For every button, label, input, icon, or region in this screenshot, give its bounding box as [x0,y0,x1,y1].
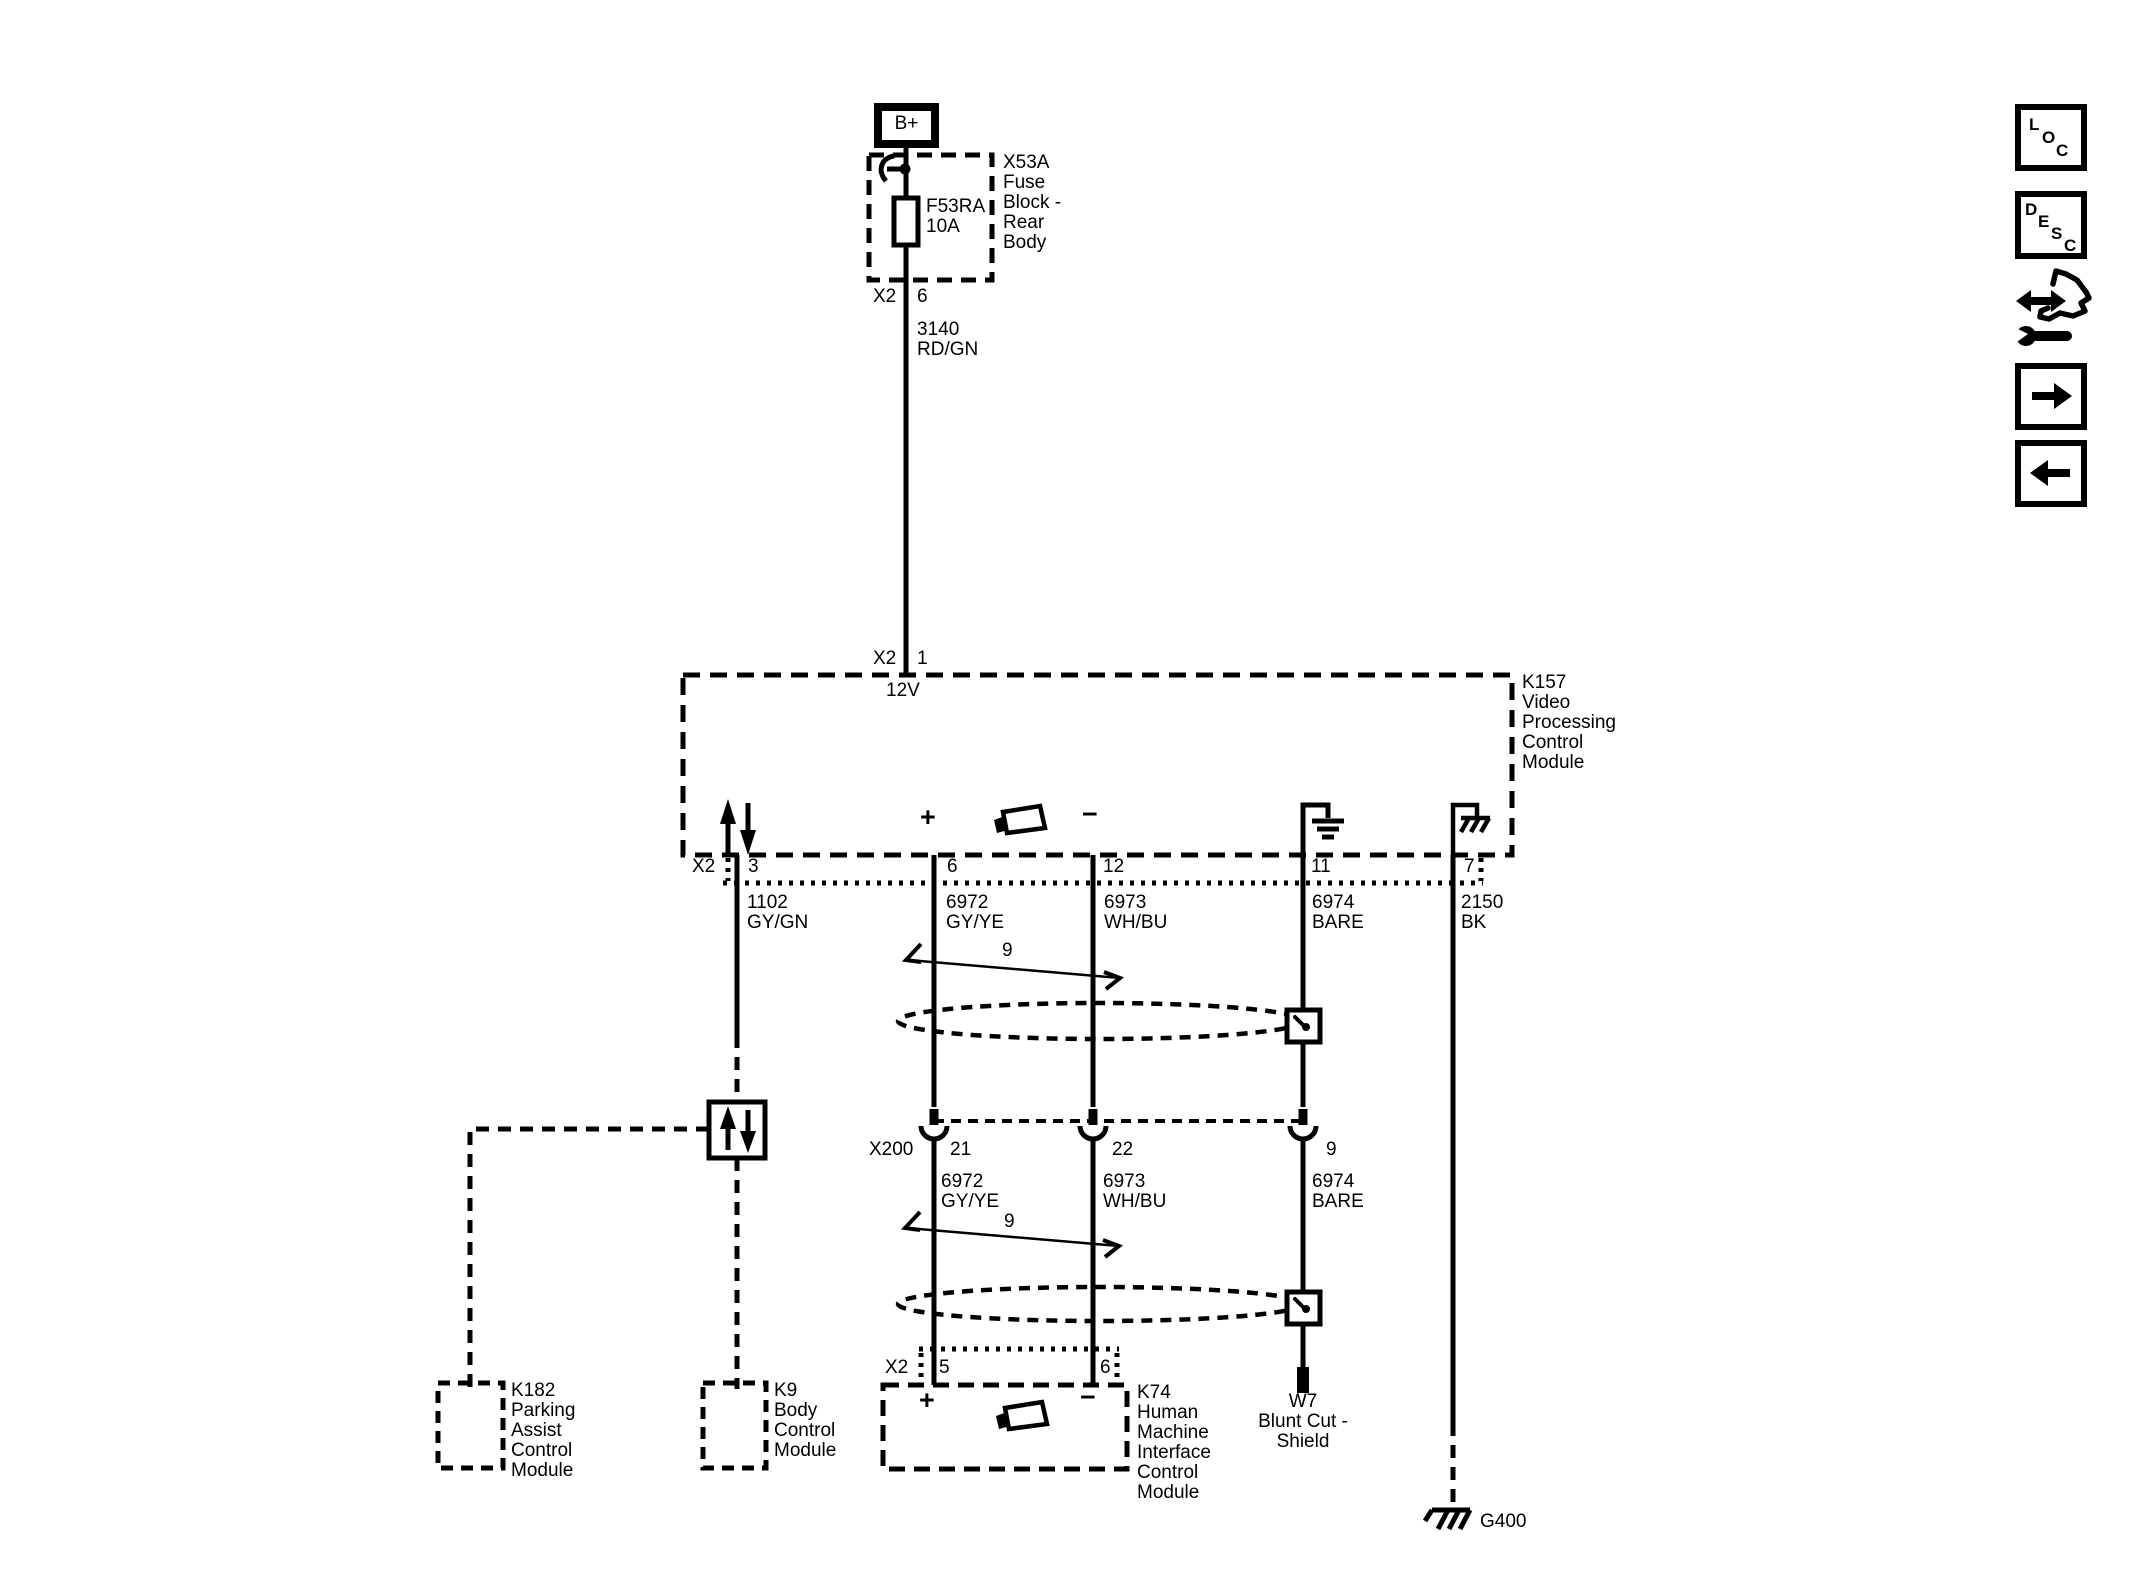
k157-conn-label: X2 [692,856,716,877]
serial-data-arrows-icon [720,799,756,855]
previous-page-button[interactable] [2015,440,2087,507]
arrow-right-icon [2032,383,2072,409]
desc-letter-s: S [2051,224,2063,243]
k74-module-box [880,1382,1130,1472]
x200-wire-6972-label: 6972 GY/YE [941,1171,1000,1212]
connector-pin-socket-icon [1077,1109,1109,1142]
x200-wire-6974-label: 6974 BARE [1312,1171,1364,1212]
connector-pin-socket-icon [1287,1109,1319,1142]
k157-pin-3: 3 [748,856,759,877]
k74-conn-label: X2 [885,1357,909,1378]
x200-label: X200 [869,1139,914,1160]
battery-feed-box [874,103,939,148]
k182-module-box [435,1380,506,1471]
k157-pin-12: 12 [1103,856,1125,877]
x200-inline-connector [918,1109,1319,1142]
wire-1102-label: 1102 GY/GN [747,892,809,933]
twist-ref-1: 9 [1002,940,1013,961]
k157-pin-6: 6 [947,856,958,877]
wire-6974-label: 6974 BARE [1312,892,1364,933]
x200-pin-21: 21 [950,1139,972,1160]
k157-plus-sign: + [920,802,936,832]
k157-in-connector: X2 [873,648,897,669]
blunt-cut-icon [1297,1367,1309,1393]
next-page-button[interactable] [2015,363,2087,430]
k157-module-box [680,672,1515,858]
loc-letter-l: L [2029,115,2040,134]
k74-module-label: K74 Human Machine Interface Control Modu… [1137,1382,1211,1503]
k74-connector-strip [918,1346,1120,1380]
fuse-icon [891,195,921,248]
loc-letter-c: C [2056,141,2069,160]
wire-2150-label: 2150 BK [1461,892,1504,933]
shield-loop-2 [895,1284,1305,1324]
fuse-block-box [866,152,995,283]
desc-letter-e: E [2038,212,2050,231]
wire-3140-label: 3140 RD/GN [917,319,979,360]
k157-in-signal: 12V [886,680,920,701]
twisted-pair-mark-2 [900,1210,1124,1259]
g400-ground-icon [1422,1507,1473,1531]
g400-label: G400 [1480,1511,1527,1532]
k74-minus-sign: − [1080,1382,1096,1412]
k9-module-box [700,1380,769,1471]
k157-pin-7: 7 [1464,856,1475,877]
k9-module-label: K9 Body Control Module [774,1380,837,1461]
connector-pin-socket-icon [918,1109,950,1142]
loc-letter-o: O [2042,128,2056,147]
k157-in-pin: 1 [917,648,928,669]
desc-letter-c: C [2064,236,2077,255]
desc-letter-d: D [2025,200,2038,219]
x200-pin-9: 9 [1326,1139,1337,1160]
terminal-clip-icon [878,153,895,183]
k157-minus-sign: − [1082,799,1098,829]
twist-ref-2: 9 [1004,1211,1015,1232]
shield-tap-box-1 [1284,1007,1323,1045]
camera-icon [994,803,1048,836]
x200-wire-6973-label: 6973 WH/BU [1103,1171,1167,1212]
shield-ground-icon [1300,802,1344,855]
desc-button[interactable] [2015,191,2087,259]
loc-button[interactable] [2015,104,2087,171]
battery-label: B+ [894,113,919,134]
arrow-left-icon [2030,460,2070,486]
shield-loop-1 [895,1000,1305,1042]
k157-pin-11: 11 [1311,856,1331,877]
fuse-out-pin: 6 [917,286,928,307]
chassis-ground-icon [1450,802,1491,855]
fuse-label: F53RA 10A [926,196,986,237]
camera-icon [996,1399,1050,1432]
k74-plus-sign: + [919,1385,935,1415]
serial-data-junction-box [706,1099,768,1161]
k74-pin-6: 6 [1100,1357,1111,1378]
k157-connector-strip [723,858,1484,886]
fuse-block-label: X53A Fuse Block - Rear Body [1003,152,1062,253]
k157-module-label: K157 Video Processing Control Module [1522,672,1616,773]
wire-1102-gy-gn [467,855,740,1389]
connector-repair-icon[interactable] [2012,268,2092,346]
w7-label: W7 Blunt Cut - Shield [1258,1391,1348,1452]
wire-6972-label: 6972 GY/YE [946,892,1005,933]
x200-pin-22: 22 [1112,1139,1134,1160]
shield-tap-box-2 [1284,1289,1323,1327]
twisted-pair-mark-1 [901,942,1125,991]
k74-pin-5: 5 [939,1357,950,1378]
wire-6973-label: 6973 WH/BU [1104,892,1168,933]
fuse-out-connector: X2 [873,286,897,307]
k182-module-label: K182 Parking Assist Control Module [511,1380,576,1481]
